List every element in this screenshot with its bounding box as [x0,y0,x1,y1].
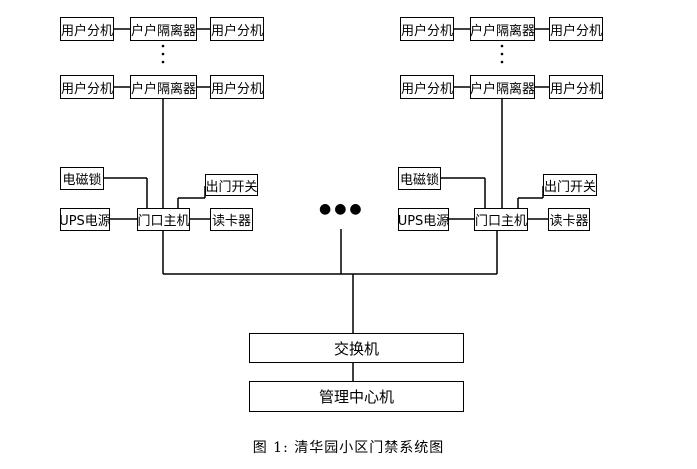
right-isolator-bottom: 户户隔离器 [470,75,535,99]
figure-caption: 图 1: 清华园小区门禁系统图 [252,440,445,456]
left-user-unit-bottom-left: 用户分机 [60,75,114,99]
management-center: 管理中心机 [249,381,464,412]
left-exit-switch: 出门开关 [205,174,258,196]
vertical-ellipsis-right [500,44,504,64]
right-card-reader: 读卡器 [548,208,590,231]
right-ups-power: UPS电源 [398,208,449,231]
left-ups-power: UPS电源 [59,208,111,231]
left-isolator-top: 户户隔离器 [130,17,197,41]
right-electromagnetic-lock: 电磁锁 [398,167,441,190]
left-isolator-bottom: 户户隔离器 [130,75,197,99]
left-user-unit-top-right: 用户分机 [210,17,264,41]
left-card-reader: 读卡器 [210,208,253,231]
right-user-unit-top-right: 用户分机 [549,17,603,41]
right-door-host: 门口主机 [474,208,528,231]
right-user-unit-bottom-right: 用户分机 [549,75,603,99]
right-user-unit-bottom-left: 用户分机 [400,75,454,99]
vertical-ellipsis-left [161,44,165,64]
left-user-unit-top-left: 用户分机 [60,17,114,41]
right-exit-switch: 出门开关 [543,174,597,196]
left-electromagnetic-lock: 电磁锁 [60,167,104,190]
more-groups-ellipsis: ●●● [319,201,365,217]
left-door-host: 门口主机 [137,208,190,231]
right-user-unit-top-left: 用户分机 [400,17,454,41]
right-isolator-top: 户户隔离器 [470,17,535,41]
left-user-unit-bottom-right: 用户分机 [210,75,264,99]
network-switch: 交换机 [249,333,464,363]
